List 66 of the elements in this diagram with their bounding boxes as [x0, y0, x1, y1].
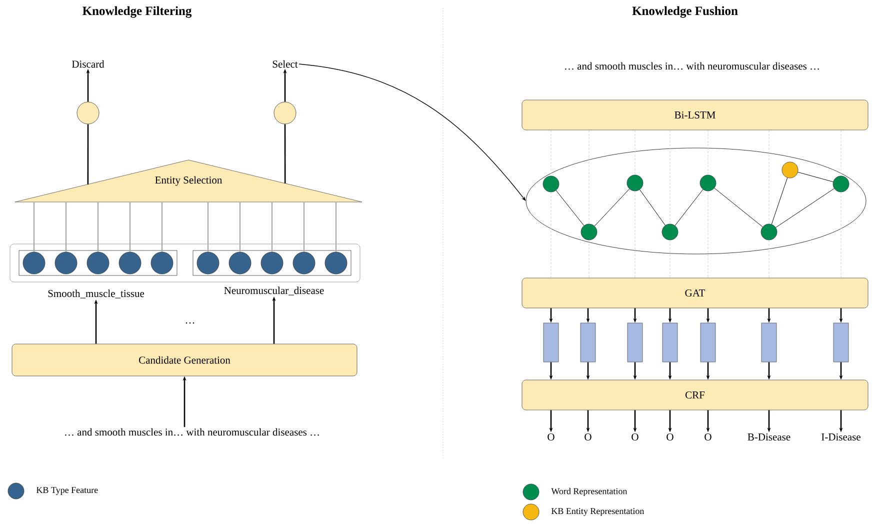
connector-line [594, 188, 630, 226]
layer-box: Bi-LSTM [522, 100, 868, 130]
vector-bar [627, 322, 643, 362]
graph-node [662, 224, 678, 240]
connector-line [714, 188, 763, 228]
label-text: Neuromuscular_disease [224, 286, 324, 296]
label-text: O [666, 433, 674, 441]
feature-circle [86, 252, 110, 274]
vector-bar [543, 322, 559, 362]
legend-text: KB Entity Representation [551, 508, 644, 516]
label-text: B-Disease [748, 433, 790, 441]
vector-bar [580, 322, 596, 362]
feature-circle [196, 252, 220, 274]
feature-circle [228, 252, 252, 274]
layer-box: Candidate Generation [12, 344, 358, 376]
connector-line [284, 124, 286, 184]
graph-node [760, 224, 778, 240]
layer-box: GAT [522, 278, 868, 308]
feature-circle [118, 252, 142, 274]
section-heading: Knowledge Fushion [632, 6, 738, 18]
graph-node [782, 162, 798, 178]
graph-node [832, 176, 850, 192]
feature-circle [292, 252, 316, 274]
vector-bar [833, 322, 849, 362]
vector-bar [662, 322, 678, 362]
arrow [298, 64, 526, 201]
label-text: … and smooth muscles in… with neuromuscular diseases … [65, 428, 319, 436]
connector-line [87, 124, 89, 184]
legend-text: Word Representation [551, 488, 628, 496]
entity-box [18, 250, 178, 276]
graph-ellipse [526, 148, 866, 254]
graph-node [626, 174, 644, 192]
gate-circle [274, 102, 296, 124]
section-heading: Knowledge Filtering [82, 6, 192, 18]
label-text: O [704, 433, 712, 441]
connector-line [556, 190, 584, 226]
feature-circle [22, 252, 46, 274]
label-text: Select [272, 60, 298, 68]
gate-circle [76, 102, 100, 124]
label-text: I-Disease [822, 433, 860, 441]
layer-box: CRF [522, 380, 868, 410]
connector-line [771, 178, 788, 224]
connector-line [640, 189, 666, 226]
selection-triangle: Entity Selection [14, 160, 362, 202]
graph-node [542, 176, 560, 192]
entity-box [192, 250, 352, 276]
feature-circle [54, 252, 78, 274]
ellipsis-text: … [186, 322, 194, 324]
label-text: Smooth_muscle_tissue [48, 290, 144, 298]
label-text: Discard [72, 60, 104, 68]
graph-node [700, 174, 716, 192]
vector-bar [700, 322, 716, 362]
label-text: O [632, 433, 638, 441]
legend-text: KB Type Feature [36, 487, 98, 495]
group-box [10, 244, 360, 282]
feature-circle [260, 252, 284, 274]
graph-node [580, 224, 598, 240]
vector-bar [761, 322, 777, 362]
label-text: O [584, 433, 592, 441]
connector-line [674, 189, 704, 226]
connector-line [798, 172, 834, 182]
label-text: … and smooth muscles in… with neuromuscular diseases … [565, 62, 819, 70]
connector-line [776, 188, 834, 228]
label-text: O [548, 433, 554, 441]
feature-circle [150, 252, 174, 274]
feature-circle [324, 252, 348, 274]
